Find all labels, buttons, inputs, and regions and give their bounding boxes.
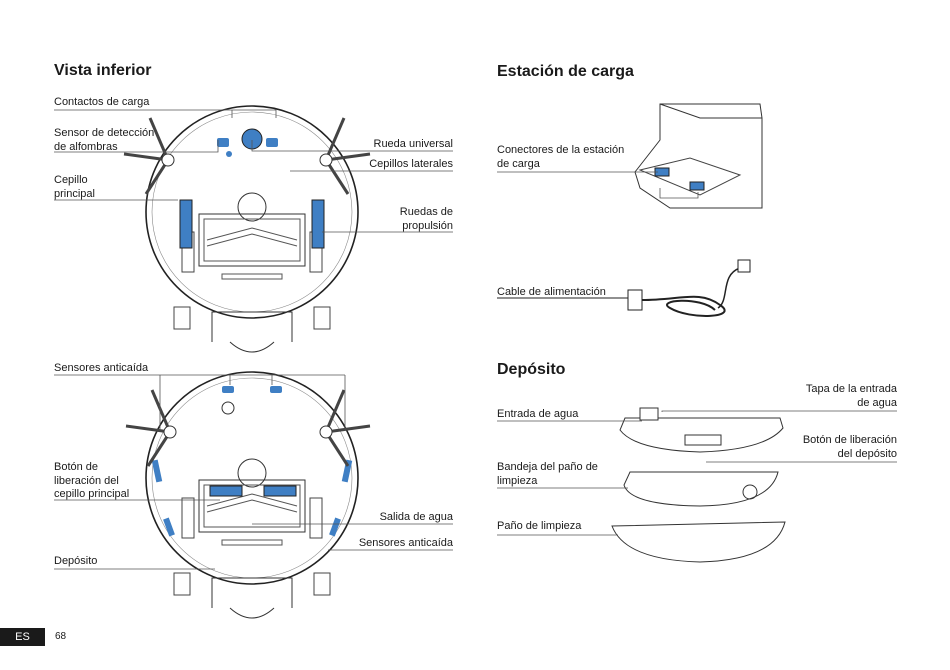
label-cliff-sensors-right: Sensores anticaída xyxy=(358,537,453,549)
charging-station-illustration xyxy=(497,103,763,209)
label-tank-release: Botón de liberación del depósito xyxy=(802,434,897,460)
bottom-view-title: Vista inferior xyxy=(54,62,152,79)
tank-illustration xyxy=(611,407,786,563)
language-tab: ES xyxy=(0,628,45,646)
label-charging-contacts: Contactos de carga xyxy=(54,96,150,108)
label-power-cable: Cable de alimentación xyxy=(497,286,606,298)
label-side-brushes: Cepillos laterales xyxy=(369,158,453,170)
label-water-inlet: Entrada de agua xyxy=(497,408,579,420)
label-carpet-sensor: Sensor de detección de alfombras xyxy=(54,127,155,153)
label-cliff-sensors-top: Sensores anticaída xyxy=(54,362,149,374)
label-drive-wheels: Ruedas de propulsión xyxy=(399,206,453,232)
charging-station-title: Estación de carga xyxy=(497,63,634,80)
label-tank: Depósito xyxy=(54,555,98,567)
label-universal-wheel: Rueda universal xyxy=(373,138,454,150)
robot-bottom-view-1 xyxy=(122,105,372,353)
label-water-inlet-cap: Tapa de la entrada de agua xyxy=(805,383,897,409)
label-mop-tray: Bandeja del paño de limpieza xyxy=(497,461,598,487)
robot-bottom-view-2 xyxy=(124,371,372,619)
label-brush-release: Botón de liberación del cepillo principa… xyxy=(54,461,130,500)
label-mop: Paño de limpieza xyxy=(497,520,582,532)
page-number: 68 xyxy=(55,631,67,642)
label-station-connectors: Conectores de la estación de carga xyxy=(497,144,625,170)
power-cable-illustration xyxy=(497,259,751,317)
tank-title: Depósito xyxy=(497,361,566,378)
label-main-brush: Cepillo principal xyxy=(54,174,95,200)
label-water-outlet: Salida de agua xyxy=(379,511,453,523)
